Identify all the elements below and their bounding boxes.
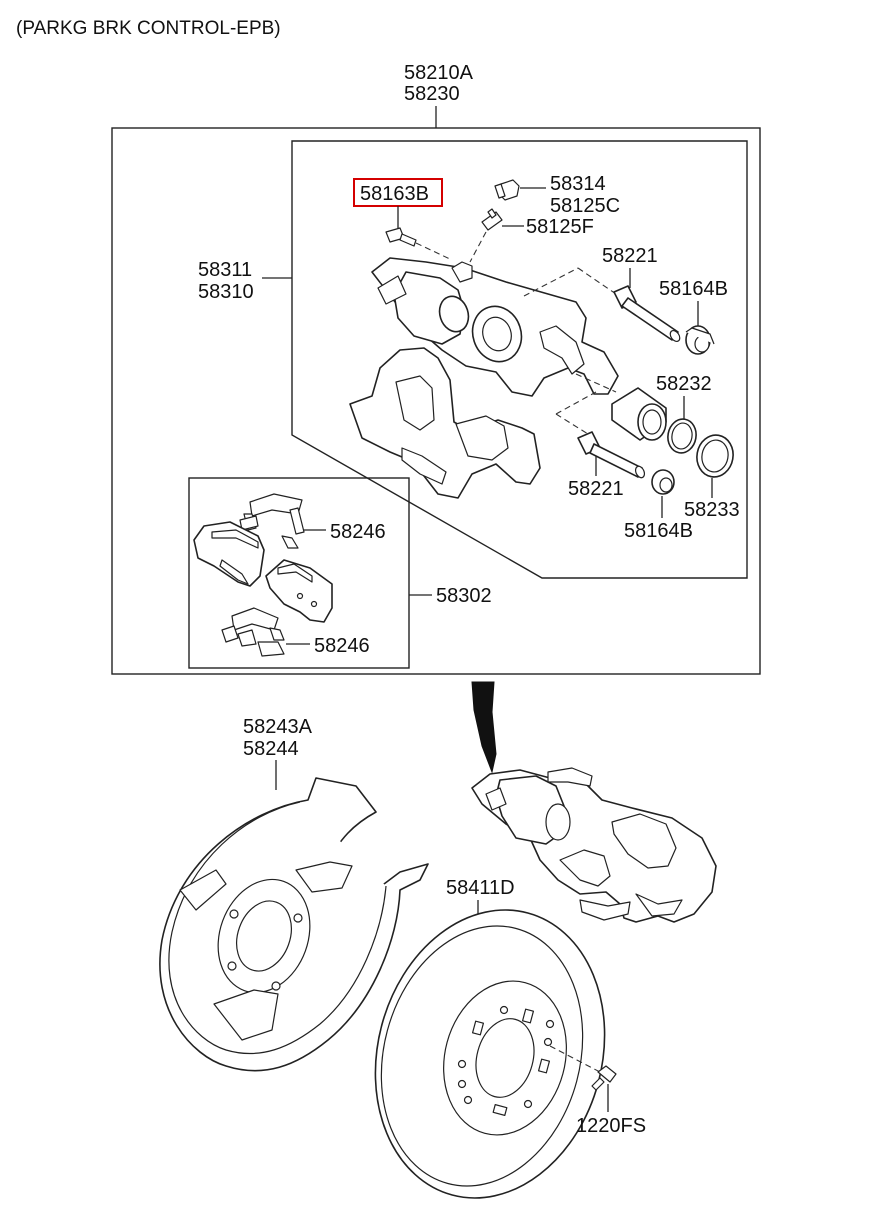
label-dust-cover-1[interactable]: 58243A: [243, 716, 313, 738]
label-guide-pin-upper[interactable]: 58221: [602, 245, 658, 267]
label-piston[interactable]: 58232: [656, 373, 712, 395]
label-disc[interactable]: 58411D: [446, 877, 515, 899]
label-bleeder-screw[interactable]: 58125C: [550, 195, 620, 217]
label-assembly-1[interactable]: 58210A: [404, 62, 474, 84]
dust-cover-part: [159, 777, 429, 1072]
bleeder-cap-part: [494, 179, 520, 201]
label-boot-upper[interactable]: 58164B: [659, 278, 728, 300]
label-bleeder-cap[interactable]: 58314: [550, 173, 606, 195]
boot-lower-part: [651, 469, 675, 495]
bolt-part: [385, 227, 453, 261]
label-spring-upper[interactable]: 58246: [330, 521, 386, 543]
guide-pin-lower-part: [577, 431, 646, 479]
pad-spring-upper-part: [239, 493, 305, 549]
piston-part: [611, 387, 667, 441]
label-pad-kit[interactable]: 58302: [436, 585, 492, 607]
label-dust-cover-2[interactable]: 58244: [243, 738, 299, 760]
disc-part: [374, 909, 606, 1199]
assembled-caliper: [471, 767, 717, 923]
caliper-frame: [291, 140, 748, 579]
pad-kit-frame: [188, 477, 410, 669]
label-spring-lower[interactable]: 58246: [314, 635, 370, 657]
label-screw[interactable]: 1220FS: [576, 1115, 646, 1137]
label-boot-lower[interactable]: 58164B: [624, 520, 693, 542]
bleeder-plug-part: [469, 208, 503, 263]
boot-upper-part: [685, 325, 715, 355]
label-bleeder-plug[interactable]: 58125F: [526, 216, 594, 238]
piston-ring-part: [667, 418, 697, 454]
brake-pad-right-part: [265, 559, 333, 623]
pad-spring-lower-part: [221, 607, 285, 657]
caliper-housing: [371, 257, 619, 397]
piston-seal-part: [696, 434, 734, 478]
screw-part: [549, 1045, 617, 1091]
projection-lines: [523, 267, 617, 435]
label-caliper-1[interactable]: 58311: [198, 259, 252, 281]
assembly-frame: [111, 127, 761, 675]
caliper-bracket: [349, 347, 541, 499]
assembly-pointer: [471, 681, 497, 774]
label-caliper-2[interactable]: 58310: [198, 281, 254, 303]
label-bolt[interactable]: 58163B: [360, 183, 429, 205]
brake-pad-left-part: [193, 521, 265, 587]
label-guide-pin-lower[interactable]: 58221: [568, 478, 624, 500]
label-assembly-2[interactable]: 58230: [404, 83, 460, 105]
label-piston-seal[interactable]: 58233: [684, 499, 740, 521]
diagram-title: (PARKG BRK CONTROL-EPB): [16, 18, 281, 39]
guide-pin-upper-part: [613, 285, 681, 343]
